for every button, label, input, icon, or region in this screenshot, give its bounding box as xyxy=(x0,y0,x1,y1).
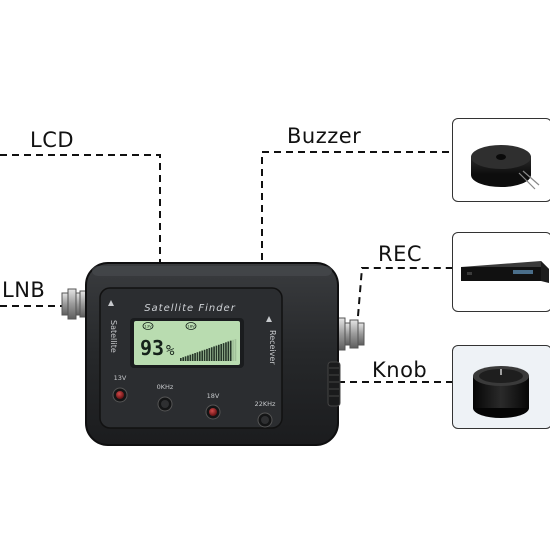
indicator-label: 0KHz xyxy=(157,383,174,391)
indicator-led xyxy=(261,416,269,424)
signal-bar xyxy=(208,348,211,361)
receiver-side-label: Receiver xyxy=(268,330,277,365)
buzzer-icon xyxy=(471,145,540,190)
knob-icon xyxy=(473,366,529,418)
receiver-box-thumbnail xyxy=(452,232,550,312)
satellite-side-label: Satellite xyxy=(109,320,118,353)
signal-bar xyxy=(218,344,220,361)
signal-bar xyxy=(227,341,230,361)
signal-bar xyxy=(234,339,237,361)
signal-bar xyxy=(222,343,225,361)
lcd-indicator-13v: 13V xyxy=(142,322,154,330)
signal-bar xyxy=(225,342,227,361)
callout-lnb-label: LNB xyxy=(2,278,46,302)
callout-rec-label: REC xyxy=(378,242,423,266)
percent-sign-text: % xyxy=(166,343,175,359)
leader-line-rec xyxy=(356,267,452,329)
indicator-led xyxy=(116,391,124,399)
lcd-indicator-18v: 18V xyxy=(185,322,197,330)
signal-strength-bars xyxy=(180,339,237,361)
signal-bar xyxy=(220,343,223,361)
indicator-led xyxy=(209,408,217,416)
signal-bar xyxy=(232,339,234,361)
indicator-label: 18V xyxy=(207,392,220,400)
lcd-indicator-18v-text: 18V xyxy=(187,324,195,329)
signal-bar xyxy=(215,345,218,361)
callout-buzzer-label: Buzzer xyxy=(287,124,362,148)
satellite-arrow-icon xyxy=(108,300,114,306)
signal-percent-text: 93 xyxy=(140,336,164,360)
indicator-label: 13V xyxy=(114,374,127,382)
signal-bar xyxy=(199,351,201,361)
signal-bar xyxy=(203,349,206,361)
signal-bar xyxy=(191,353,194,361)
signal-bar xyxy=(210,347,213,361)
knob-thumbnail xyxy=(452,345,550,429)
callout-lcd-label: LCD xyxy=(30,128,75,152)
indicator-led xyxy=(161,400,169,408)
device-header-text: Satellite Finder xyxy=(144,303,236,314)
indicator-button-row: 13V 0KHz 18V 22KHz xyxy=(112,374,276,428)
indicator-label: 22KHz xyxy=(255,400,276,408)
signal-bar xyxy=(189,354,192,361)
lcd-indicator-13v-text: 13V xyxy=(144,324,152,329)
signal-bar xyxy=(187,355,189,361)
signal-bar xyxy=(184,356,187,361)
leader-line-buzzer xyxy=(261,151,452,272)
signal-bar xyxy=(182,357,185,361)
buzzer-thumbnail xyxy=(452,118,550,202)
signal-bar xyxy=(206,348,208,361)
signal-bar xyxy=(180,358,182,361)
receiver-box-icon xyxy=(461,261,549,283)
signal-bar xyxy=(196,352,199,361)
signal-bar xyxy=(194,353,196,361)
callout-knob-label: Knob xyxy=(372,358,428,382)
signal-bar xyxy=(213,346,215,361)
signal-bar xyxy=(229,340,232,361)
signal-bar xyxy=(201,350,204,361)
knob-wheel xyxy=(327,361,341,407)
receiver-arrow-icon xyxy=(266,316,272,322)
device-top-edge xyxy=(92,266,332,276)
